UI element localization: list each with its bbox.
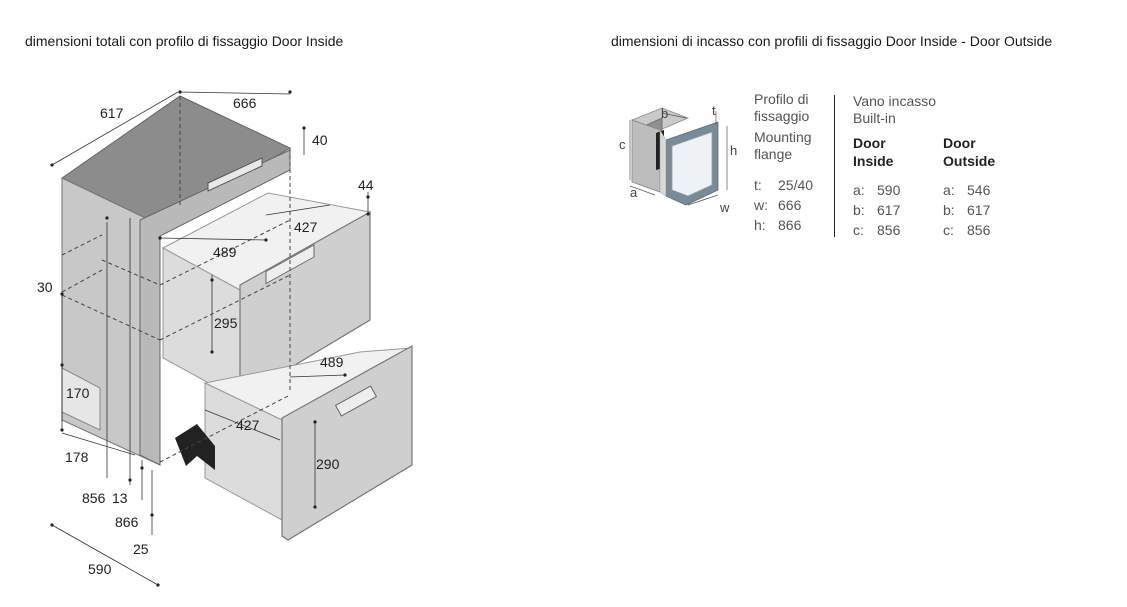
door-inside-value: 856 xyxy=(877,222,901,238)
door-outside-heading-2: Outside xyxy=(943,153,996,169)
icon-label-b: b xyxy=(661,106,668,121)
door-inside-value: 590 xyxy=(877,182,901,198)
lower-drawer-front xyxy=(281,344,413,541)
door-outside-heading-1: Door xyxy=(943,135,976,151)
door-inside-row: b: 617 xyxy=(853,200,900,220)
flange-key: t: xyxy=(754,177,762,193)
flange-inner xyxy=(671,131,713,197)
flange-value: 25/40 xyxy=(778,177,814,193)
flange-depth xyxy=(659,129,667,197)
icon-label-t: t xyxy=(712,103,716,118)
door-outside-key: c: xyxy=(943,222,954,238)
door-inside-heading-2: Inside xyxy=(853,153,894,169)
dim-856: 856 xyxy=(82,490,106,506)
built-in-title-1: Vano incasso xyxy=(853,93,937,109)
mounting-flange-spec: Profilo di fissaggio Mounting flange t: 2… xyxy=(754,91,813,235)
dim-44: 44 xyxy=(358,177,374,193)
door-outside-key: b: xyxy=(943,202,955,218)
door-outside-row: c: 856 xyxy=(943,220,995,240)
dim-666: 666 xyxy=(233,95,257,111)
flange-key: w: xyxy=(754,197,768,213)
dimension-points xyxy=(50,90,370,587)
icon-label-c: c xyxy=(619,137,626,152)
dim-866: 866 xyxy=(115,514,139,530)
icon-label-w: w xyxy=(719,200,730,215)
door-inside-column: Door Inside a: 590 b: 617 c: 856 xyxy=(853,134,900,240)
door-outside-column: Door Outside a: 546 b: 617 c: 856 xyxy=(943,134,995,240)
built-in-icon: b t c h a w xyxy=(619,103,737,215)
door-outside-value: 617 xyxy=(967,202,991,218)
push-arrow-icon xyxy=(175,424,215,470)
door-outside-key: a: xyxy=(943,182,955,198)
flange-key: h: xyxy=(754,217,766,233)
door-outside-value: 546 xyxy=(967,182,991,198)
door-inside-key: b: xyxy=(853,202,865,218)
dim-489-lower: 489 xyxy=(320,354,344,370)
drawer-fridge-drawing: 617 666 40 44 427 489 30 295 489 170 427… xyxy=(37,90,413,587)
built-in-title-2: Built-in xyxy=(853,110,896,126)
door-inside-key: a: xyxy=(853,182,865,198)
hidden-lines xyxy=(61,96,291,463)
dim-427-upper: 427 xyxy=(294,219,318,235)
door-inside-key: c: xyxy=(853,222,864,238)
flange-row: t: 25/40 xyxy=(754,175,813,195)
right-title: dimensioni di incasso con profili di fis… xyxy=(611,33,1053,49)
flange-row: w: 666 xyxy=(754,195,813,215)
dim-489-upper: 489 xyxy=(213,244,237,260)
flange-row: h: 866 xyxy=(754,215,813,235)
frame-slot xyxy=(207,157,263,192)
flange-title-it-1: Profilo di xyxy=(754,91,809,107)
flange-title-en-1: Mounting xyxy=(754,129,812,145)
door-inside-value: 617 xyxy=(877,202,901,218)
dim-13: 13 xyxy=(112,490,128,506)
door-outside-row: b: 617 xyxy=(943,200,995,220)
spec-divider xyxy=(834,95,835,237)
icon-label-h: h xyxy=(730,143,737,158)
dim-295: 295 xyxy=(214,315,238,331)
flange-title-it-2: fissaggio xyxy=(754,108,810,124)
door-outside-row: a: 546 xyxy=(943,180,995,200)
door-outside-value: 856 xyxy=(967,222,991,238)
niche-side xyxy=(631,119,661,193)
dim-40: 40 xyxy=(312,132,328,148)
dim-178: 178 xyxy=(65,449,89,465)
door-inside-row: c: 856 xyxy=(853,220,900,240)
dim-290: 290 xyxy=(316,456,340,472)
dim-617: 617 xyxy=(100,105,124,121)
dimension-lines xyxy=(51,91,369,586)
left-title: dimensioni totali con profilo di fissagg… xyxy=(25,33,344,49)
dim-427-lower: 427 xyxy=(236,417,260,433)
flange-value: 666 xyxy=(778,197,802,213)
upper-drawer-front xyxy=(239,210,371,400)
door-inside-row: a: 590 xyxy=(853,180,900,200)
built-in-title: Vano incasso Built-in xyxy=(853,93,936,127)
icon-label-a: a xyxy=(630,185,638,200)
dim-30: 30 xyxy=(37,279,53,295)
dim-170: 170 xyxy=(66,385,90,401)
lower-drawer-handle xyxy=(334,385,378,417)
flange-value: 866 xyxy=(778,217,802,233)
door-inside-heading-1: Door xyxy=(853,135,886,151)
dim-590: 590 xyxy=(88,561,112,577)
dim-25: 25 xyxy=(133,541,149,557)
flange-title-en-2: flange xyxy=(754,146,793,162)
